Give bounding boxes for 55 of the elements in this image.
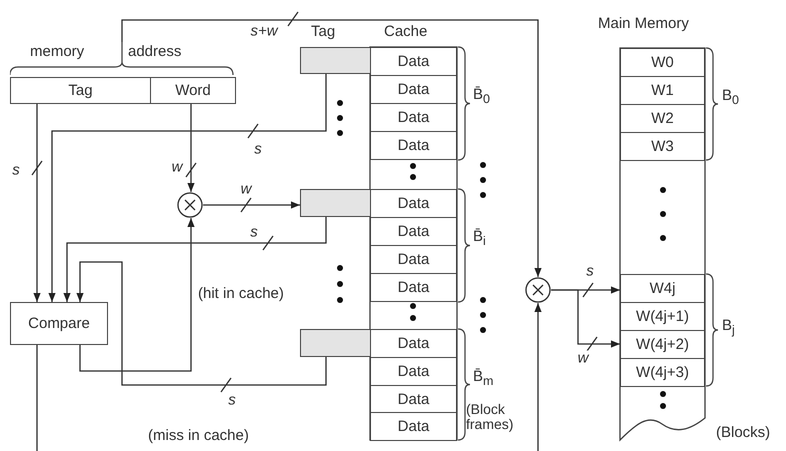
field-label: memory (30, 44, 84, 60)
caption-text: Cache (384, 24, 428, 40)
memory-word-cell: W1 (620, 76, 705, 105)
connector-line (48, 74, 327, 302)
caption-text: Main Memory (598, 16, 689, 32)
memory-word-cell: W(4j+2) (620, 330, 705, 359)
tag-entry-box (300, 329, 371, 357)
memory-word-cell: W(4j+1) (620, 302, 705, 331)
cache-data-cell: Data (370, 217, 457, 246)
tag-entry-box (300, 47, 371, 74)
connector-line (36, 345, 38, 451)
tag-entry-box (300, 189, 371, 217)
connector-line (203, 201, 300, 209)
connector-line (551, 289, 620, 348)
connector-line (121, 19, 542, 277)
block-label: B̄$_{0}$ (473, 87, 490, 107)
block-label: B$_{0}$ (722, 88, 739, 108)
connector-line (534, 303, 542, 451)
block-label: B̄$_{m}$ (473, 369, 494, 389)
edge-label: s+w (249, 24, 279, 38)
cache-data-cell: Data (370, 412, 457, 441)
crossed-circle-symbol (525, 277, 551, 303)
caption-text: (miss in cache) (148, 428, 249, 444)
cache-data-cell: Data (370, 385, 457, 414)
caption-text: Tag (311, 24, 336, 40)
cache-data-cell: Data (370, 47, 457, 76)
field-label: address (128, 44, 182, 60)
cache-data-cell: Data (370, 245, 457, 274)
cache-data-cell: Data (370, 329, 457, 358)
connector-line (76, 261, 327, 386)
connector-line (33, 104, 41, 302)
cache-data-cell: Data (370, 131, 457, 160)
connector-line (63, 217, 327, 302)
caption-text: (Block frames) (466, 402, 514, 433)
connector-line (187, 104, 195, 192)
memory-word-cell: W2 (620, 104, 705, 133)
connector-line (79, 218, 195, 372)
memory-word-cell: W0 (620, 48, 705, 77)
cache-data-cell: Data (370, 189, 457, 218)
cache-data-cell: Data (370, 273, 457, 302)
cache-data-cell: Data (370, 357, 457, 386)
crossed-circle-symbol (177, 192, 203, 218)
cache-data-cell: Data (370, 75, 457, 104)
compare-box: Compare (10, 302, 108, 345)
memory-word-cell: W3 (620, 132, 705, 161)
address-field: Tag (10, 77, 151, 104)
edge-label: w (576, 350, 590, 366)
cache-data-cell: Data (370, 103, 457, 132)
block-label: B̄$_{i}$ (473, 229, 486, 249)
memory-word-cell: W(4j+3) (620, 358, 705, 387)
caption-text: (Blocks) (716, 425, 770, 442)
caption-text: (hit in cache) (198, 286, 284, 302)
memory-word-cell: W4j (620, 274, 705, 303)
block-label: B$_{j}$ (722, 318, 735, 338)
address-field: Word (150, 77, 236, 104)
